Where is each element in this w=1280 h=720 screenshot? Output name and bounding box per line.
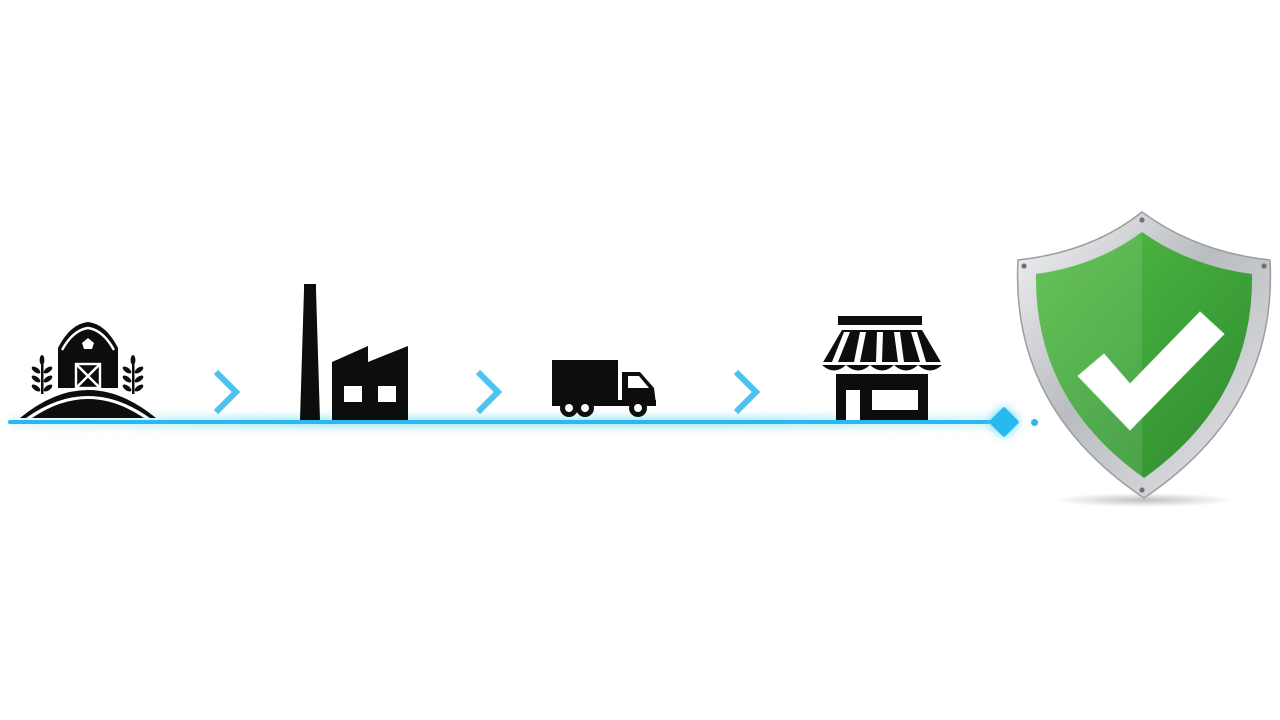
flow-arrow-icon: [733, 369, 761, 415]
farm-barn-icon: [20, 322, 156, 418]
timeline-end-dot: [1031, 419, 1038, 426]
flow-arrow-icon: [213, 369, 241, 415]
timeline-line: [8, 420, 1006, 424]
factory-icon: [300, 284, 408, 420]
delivery-truck-icon: [552, 360, 656, 417]
storefront-icon: [822, 316, 942, 420]
green-shield-checkmark-icon: [1016, 211, 1272, 507]
flow-arrow-icon: [475, 369, 503, 415]
